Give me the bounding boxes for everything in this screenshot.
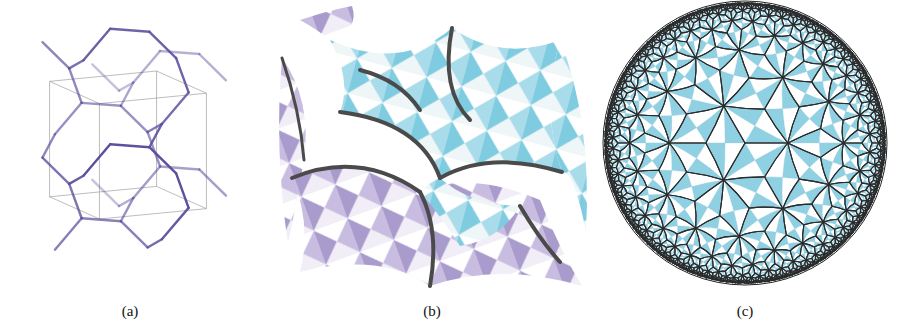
net-edge bbox=[42, 134, 54, 157]
net-edge bbox=[92, 64, 119, 90]
net-edge bbox=[69, 176, 83, 184]
net-edge bbox=[160, 51, 199, 54]
net-edge bbox=[199, 54, 226, 80]
net-edge bbox=[148, 239, 162, 247]
unit-cell-edge bbox=[99, 209, 206, 219]
surface-patch bbox=[550, 40, 586, 232]
net-edge bbox=[160, 166, 199, 169]
net-edge bbox=[69, 60, 83, 68]
net-edge bbox=[42, 42, 69, 68]
net-edge bbox=[110, 29, 149, 32]
net-edge bbox=[69, 68, 81, 102]
net-edge bbox=[55, 103, 82, 134]
unit-cell-edge bbox=[99, 93, 206, 103]
surface-patch bbox=[330, 28, 562, 178]
net-edge bbox=[133, 166, 160, 197]
periodic-surface bbox=[279, 6, 587, 286]
net-edge bbox=[82, 103, 121, 106]
net-edge bbox=[42, 158, 69, 184]
net-edge bbox=[149, 147, 176, 173]
net-edge bbox=[110, 144, 149, 147]
net-edge bbox=[133, 51, 160, 82]
net-edge bbox=[83, 29, 110, 60]
net-edge bbox=[92, 180, 119, 206]
net-edge bbox=[199, 169, 226, 195]
net-edge bbox=[149, 32, 176, 58]
srs-net bbox=[42, 29, 226, 250]
net-edge bbox=[176, 173, 188, 207]
poincare-disk bbox=[603, 1, 887, 285]
surface-patch bbox=[300, 6, 354, 40]
net-edge bbox=[55, 218, 82, 249]
net-edge bbox=[69, 184, 81, 218]
hyperbolic-tiling bbox=[604, 2, 885, 283]
net-edge bbox=[121, 106, 148, 132]
net-edge bbox=[176, 58, 188, 92]
net-edge bbox=[82, 218, 121, 221]
net-edge bbox=[121, 221, 148, 247]
net-edge bbox=[83, 144, 110, 175]
